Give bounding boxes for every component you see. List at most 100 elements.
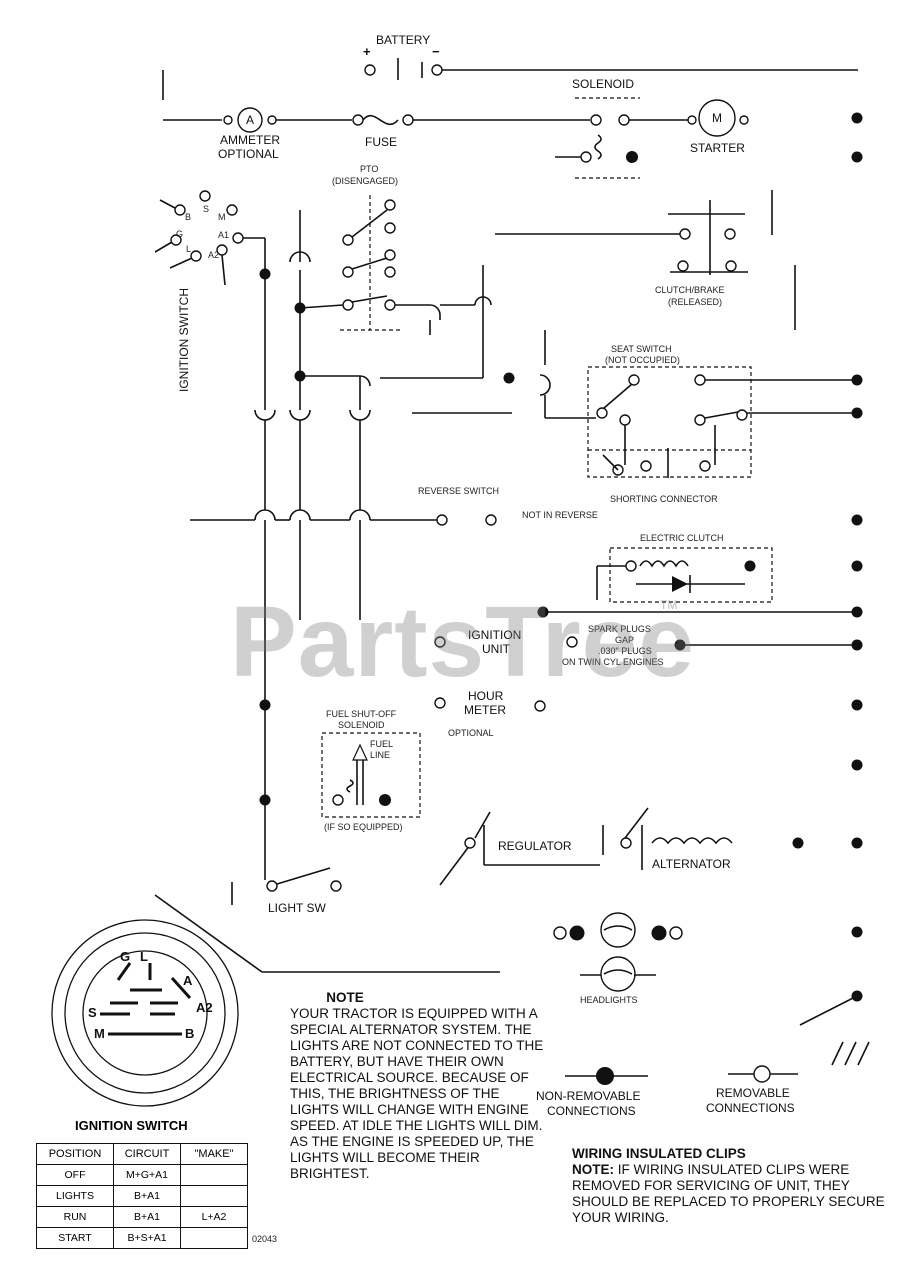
term-m-top: M bbox=[218, 212, 226, 222]
headlights-label: HEADLIGHTS bbox=[580, 995, 638, 1005]
connection-legend: NON-REMOVABLE CONNECTIONS REMOVABLE CONN… bbox=[536, 1065, 798, 1118]
table-cell: B+A1 bbox=[113, 1206, 181, 1228]
spark-plug-label-3: .030" PLUGS bbox=[598, 646, 652, 656]
term-b-top: B bbox=[185, 212, 191, 222]
ignition-switch-face: G L A A2 S M B bbox=[51, 894, 500, 1107]
battery-terminal-pos bbox=[364, 64, 376, 76]
clutch-brake-label: CLUTCH/BRAKE bbox=[655, 285, 725, 295]
twin-cyl-label: ON TWIN CYL ENGINES bbox=[562, 657, 664, 667]
headlight-left-icon bbox=[600, 912, 636, 948]
reverse-switch: REVERSE SWITCH NOT IN REVERSE bbox=[190, 486, 598, 526]
hour-meter-label-1: HOUR bbox=[468, 689, 504, 703]
ammeter-symbol-letter: A bbox=[246, 113, 254, 127]
wiring-clips-note: WIRING INSULATED CLIPS NOTE: IF WIRING I… bbox=[572, 1146, 892, 1226]
table-row: RUN B+A1 L+A2 bbox=[36, 1206, 248, 1228]
table-cell: B+S+A1 bbox=[113, 1227, 181, 1249]
starter-label: STARTER bbox=[690, 141, 745, 155]
fuse-element bbox=[362, 114, 399, 126]
seat-switch: SEAT SWITCH (NOT OCCUPIED) SHORTING CONN… bbox=[412, 330, 857, 504]
table-cell: L+A2 bbox=[180, 1206, 248, 1228]
clutch-brake-state-label: (RELEASED) bbox=[668, 297, 722, 307]
table-cell bbox=[180, 1227, 248, 1249]
table-cell bbox=[180, 1164, 248, 1186]
table-cell bbox=[180, 1185, 248, 1207]
main-power-circuit: A AMMETER OPTIONAL FUSE SOLENOID M START… bbox=[162, 70, 749, 179]
face-term-l: L bbox=[140, 949, 148, 964]
table-header-row: POSITION CIRCUIT "MAKE" bbox=[36, 1143, 248, 1165]
part-code: 02043 bbox=[252, 1234, 277, 1244]
hour-meter-label-2: METER bbox=[464, 703, 506, 717]
note-text: YOUR TRACTOR IS EQUIPPED WITH A SPECIAL … bbox=[290, 1006, 544, 1181]
seat-switch-state-label: (NOT OCCUPIED) bbox=[605, 355, 680, 365]
note-title: NOTE bbox=[326, 990, 364, 1005]
vertical-buses bbox=[254, 210, 371, 880]
ignition-circuit: IGNITION UNIT SPARK PLUGS GAP .030" PLUG… bbox=[434, 606, 857, 667]
seat-switch-label: SEAT SWITCH bbox=[611, 344, 672, 354]
ignition-switch-terminals: B S M G L A1 A2 IGNITION SWITCH bbox=[154, 190, 265, 392]
table-row: LIGHTS B+A1 bbox=[36, 1185, 248, 1207]
partstree-watermark: PartsTree bbox=[230, 586, 695, 698]
battery-terminal-neg bbox=[431, 64, 443, 76]
solenoid-terminal-starter bbox=[618, 114, 630, 126]
clips-note-lead: NOTE: bbox=[572, 1162, 614, 1177]
term-g-top: G bbox=[176, 229, 183, 239]
ignition-switch-title: IGNITION SWITCH bbox=[75, 1118, 188, 1133]
charging-system: REGULATOR ALTERNATOR bbox=[439, 807, 804, 886]
solenoid-label: SOLENOID bbox=[572, 77, 634, 91]
table-cell: M+G+A1 bbox=[113, 1164, 181, 1186]
if-so-equipped-label: (IF SO EQUIPPED) bbox=[324, 822, 403, 832]
headlights: HEADLIGHTS bbox=[553, 912, 683, 1005]
clutch-coil bbox=[639, 560, 689, 568]
removable-label-2: CONNECTIONS bbox=[706, 1101, 795, 1115]
table-cell: START bbox=[36, 1227, 114, 1249]
table-cell: RUN bbox=[36, 1206, 114, 1228]
ignition-unit-label-1: IGNITION bbox=[468, 628, 521, 642]
table-cell: B+A1 bbox=[113, 1185, 181, 1207]
ignition-unit-label-2: UNIT bbox=[482, 642, 511, 656]
face-term-g: G bbox=[120, 949, 130, 964]
col-circuit: CIRCUIT bbox=[113, 1143, 181, 1165]
right-connector-column bbox=[799, 112, 870, 1066]
removable-label-1: REMOVABLE bbox=[716, 1086, 790, 1100]
light-switch-label: LIGHT SW bbox=[268, 901, 326, 915]
face-term-b: B bbox=[185, 1026, 194, 1041]
term-a1-top: A1 bbox=[218, 230, 229, 240]
fuse-terminal-right bbox=[402, 114, 414, 126]
table-cell: OFF bbox=[36, 1164, 114, 1186]
term-s-top: S bbox=[203, 204, 209, 214]
ammeter-label: AMMETER bbox=[220, 133, 280, 147]
electric-clutch: ELECTRIC CLUTCH bbox=[596, 533, 773, 603]
term-a2-top: A2 bbox=[208, 250, 219, 260]
spark-plug-label-2: GAP bbox=[615, 635, 634, 645]
alternator-label: ALTERNATOR bbox=[652, 857, 731, 871]
regulator-label: REGULATOR bbox=[498, 839, 572, 853]
fuel-solenoid-label-1: FUEL SHUT-OFF bbox=[326, 709, 397, 719]
clips-title: WIRING INSULATED CLIPS bbox=[572, 1146, 746, 1161]
fuel-solenoid: FUEL SHUT-OFF SOLENOID FUEL LINE (IF SO … bbox=[321, 709, 421, 832]
face-term-m: M bbox=[94, 1026, 105, 1041]
ignition-switch-vertical-label: IGNITION SWITCH bbox=[177, 288, 191, 392]
hour-meter-optional-label: OPTIONAL bbox=[448, 728, 494, 738]
ignition-position-table: POSITION CIRCUIT "MAKE" OFF M+G+A1 LIGHT… bbox=[36, 1143, 248, 1249]
fuel-line-label-1: FUEL bbox=[370, 739, 393, 749]
solenoid-coil bbox=[594, 134, 602, 160]
table-row: OFF M+G+A1 bbox=[36, 1164, 248, 1186]
col-make: "MAKE" bbox=[180, 1143, 248, 1165]
non-removable-label-2: CONNECTIONS bbox=[547, 1104, 636, 1118]
battery-plus: + bbox=[363, 44, 371, 59]
solenoid-terminal-battery bbox=[590, 114, 602, 126]
reverse-switch-label: REVERSE SWITCH bbox=[418, 486, 499, 496]
table-cell: LIGHTS bbox=[36, 1185, 114, 1207]
fuse-terminal-left bbox=[352, 114, 364, 126]
electric-clutch-label: ELECTRIC CLUTCH bbox=[640, 533, 724, 543]
ammeter-symbol bbox=[237, 107, 263, 133]
battery: BATTERY + − bbox=[363, 33, 858, 80]
headlight-right-icon bbox=[600, 956, 636, 992]
fuse-label: FUSE bbox=[365, 135, 397, 149]
pto-state-label: (DISENGAGED) bbox=[332, 176, 398, 186]
term-l-top: L bbox=[186, 244, 191, 254]
spark-plug-label-1: SPARK PLUGS bbox=[588, 624, 651, 634]
starter-motor-symbol bbox=[698, 99, 736, 137]
